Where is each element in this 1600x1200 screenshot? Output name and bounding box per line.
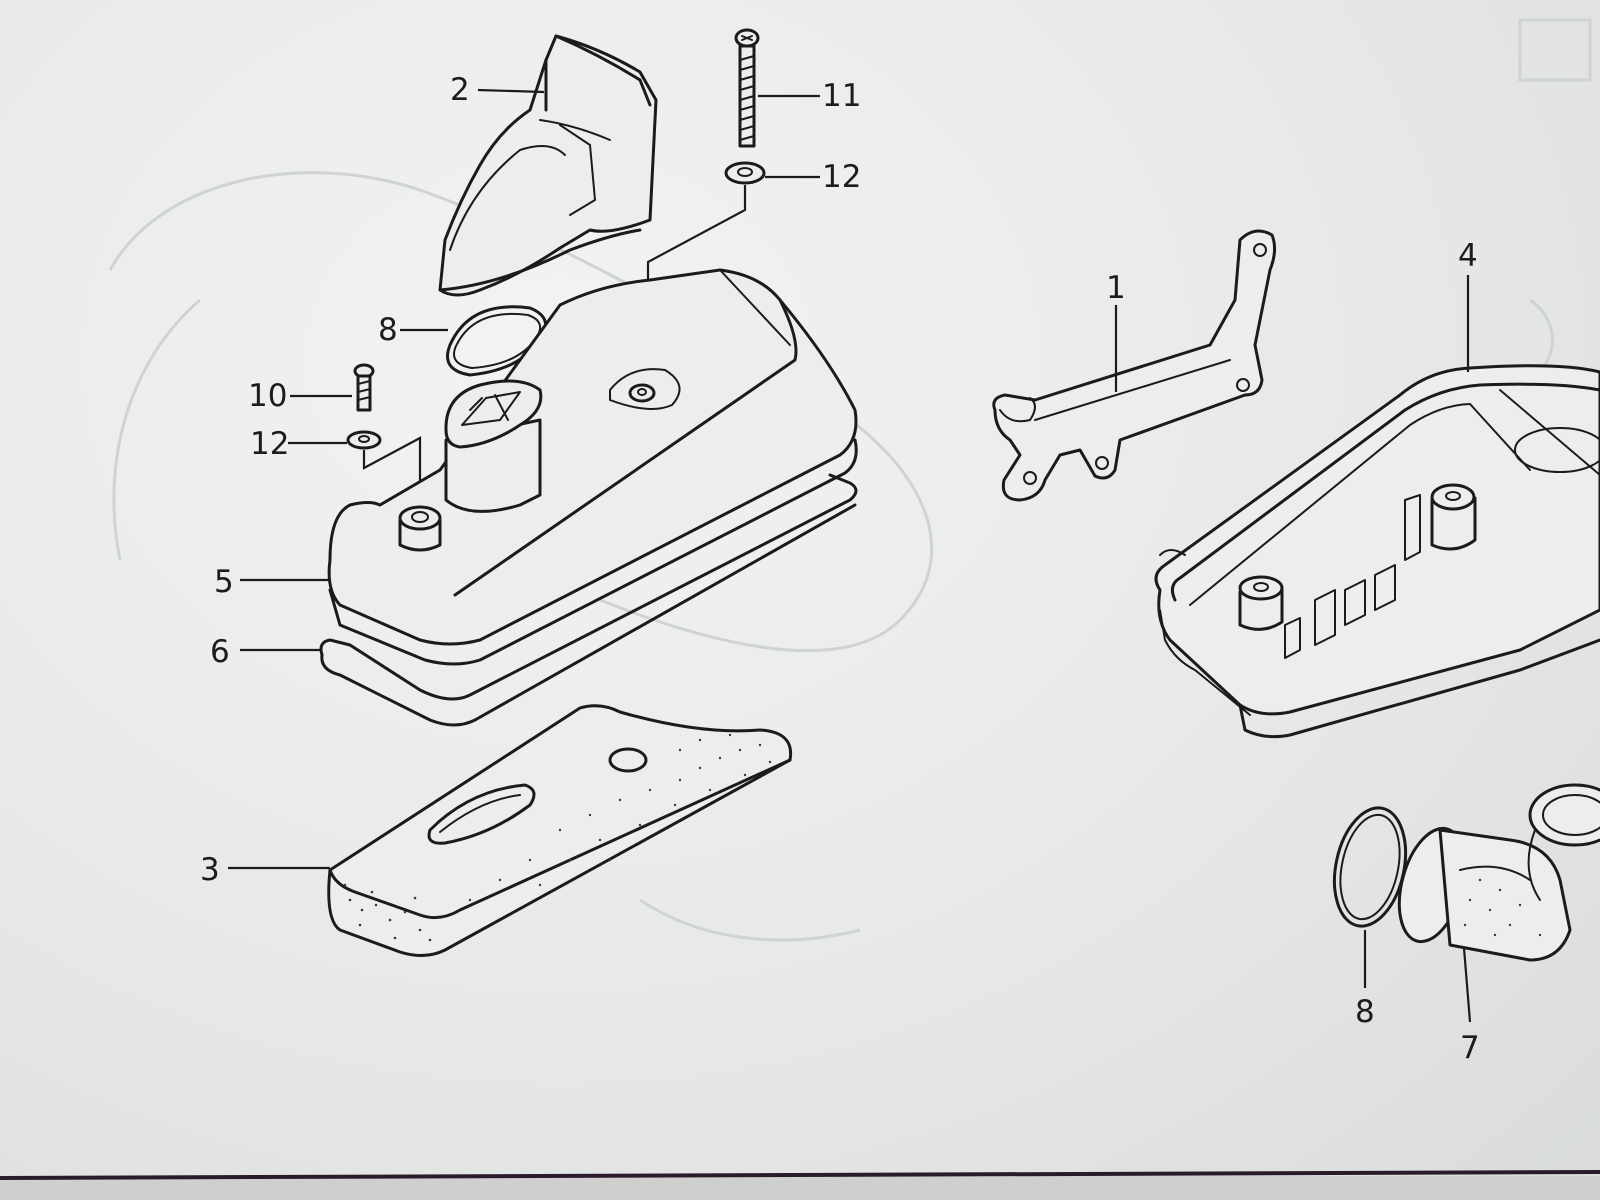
callout-7: 7 <box>1460 1030 1480 1066</box>
part-10-screw <box>353 363 375 412</box>
callout-8-lower: 8 <box>1355 994 1375 1030</box>
callout-10: 10 <box>248 378 287 414</box>
callout-12-lower: 12 <box>250 426 289 462</box>
callout-4: 4 <box>1458 238 1478 274</box>
callout-2: 2 <box>450 72 470 108</box>
callout-11: 11 <box>822 78 861 114</box>
callout-3: 3 <box>200 852 220 888</box>
callout-12-upper: 12 <box>822 159 861 195</box>
callout-8-upper: 8 <box>378 312 398 348</box>
part-12-washer-lower <box>346 430 422 500</box>
callout-1: 1 <box>1106 270 1126 306</box>
part-4-air-cleaner-case <box>1154 364 1600 739</box>
part-5-air-cleaner-cover <box>327 268 858 666</box>
page-bottom-edge <box>0 1170 1600 1200</box>
part-3-foam-element <box>327 704 793 957</box>
part-7-elbow-tube <box>1397 783 1600 962</box>
callout-labels: 2 11 12 8 10 12 5 6 3 1 4 8 7 <box>200 72 1480 1066</box>
callout-5: 5 <box>214 564 234 600</box>
part-11-bolt <box>734 28 760 148</box>
part-1-bracket <box>992 229 1277 502</box>
part-2-elbow-duct <box>438 34 658 297</box>
part-6-gasket <box>319 473 858 727</box>
callout-leaders <box>228 88 1472 1023</box>
callout-6: 6 <box>210 634 230 670</box>
